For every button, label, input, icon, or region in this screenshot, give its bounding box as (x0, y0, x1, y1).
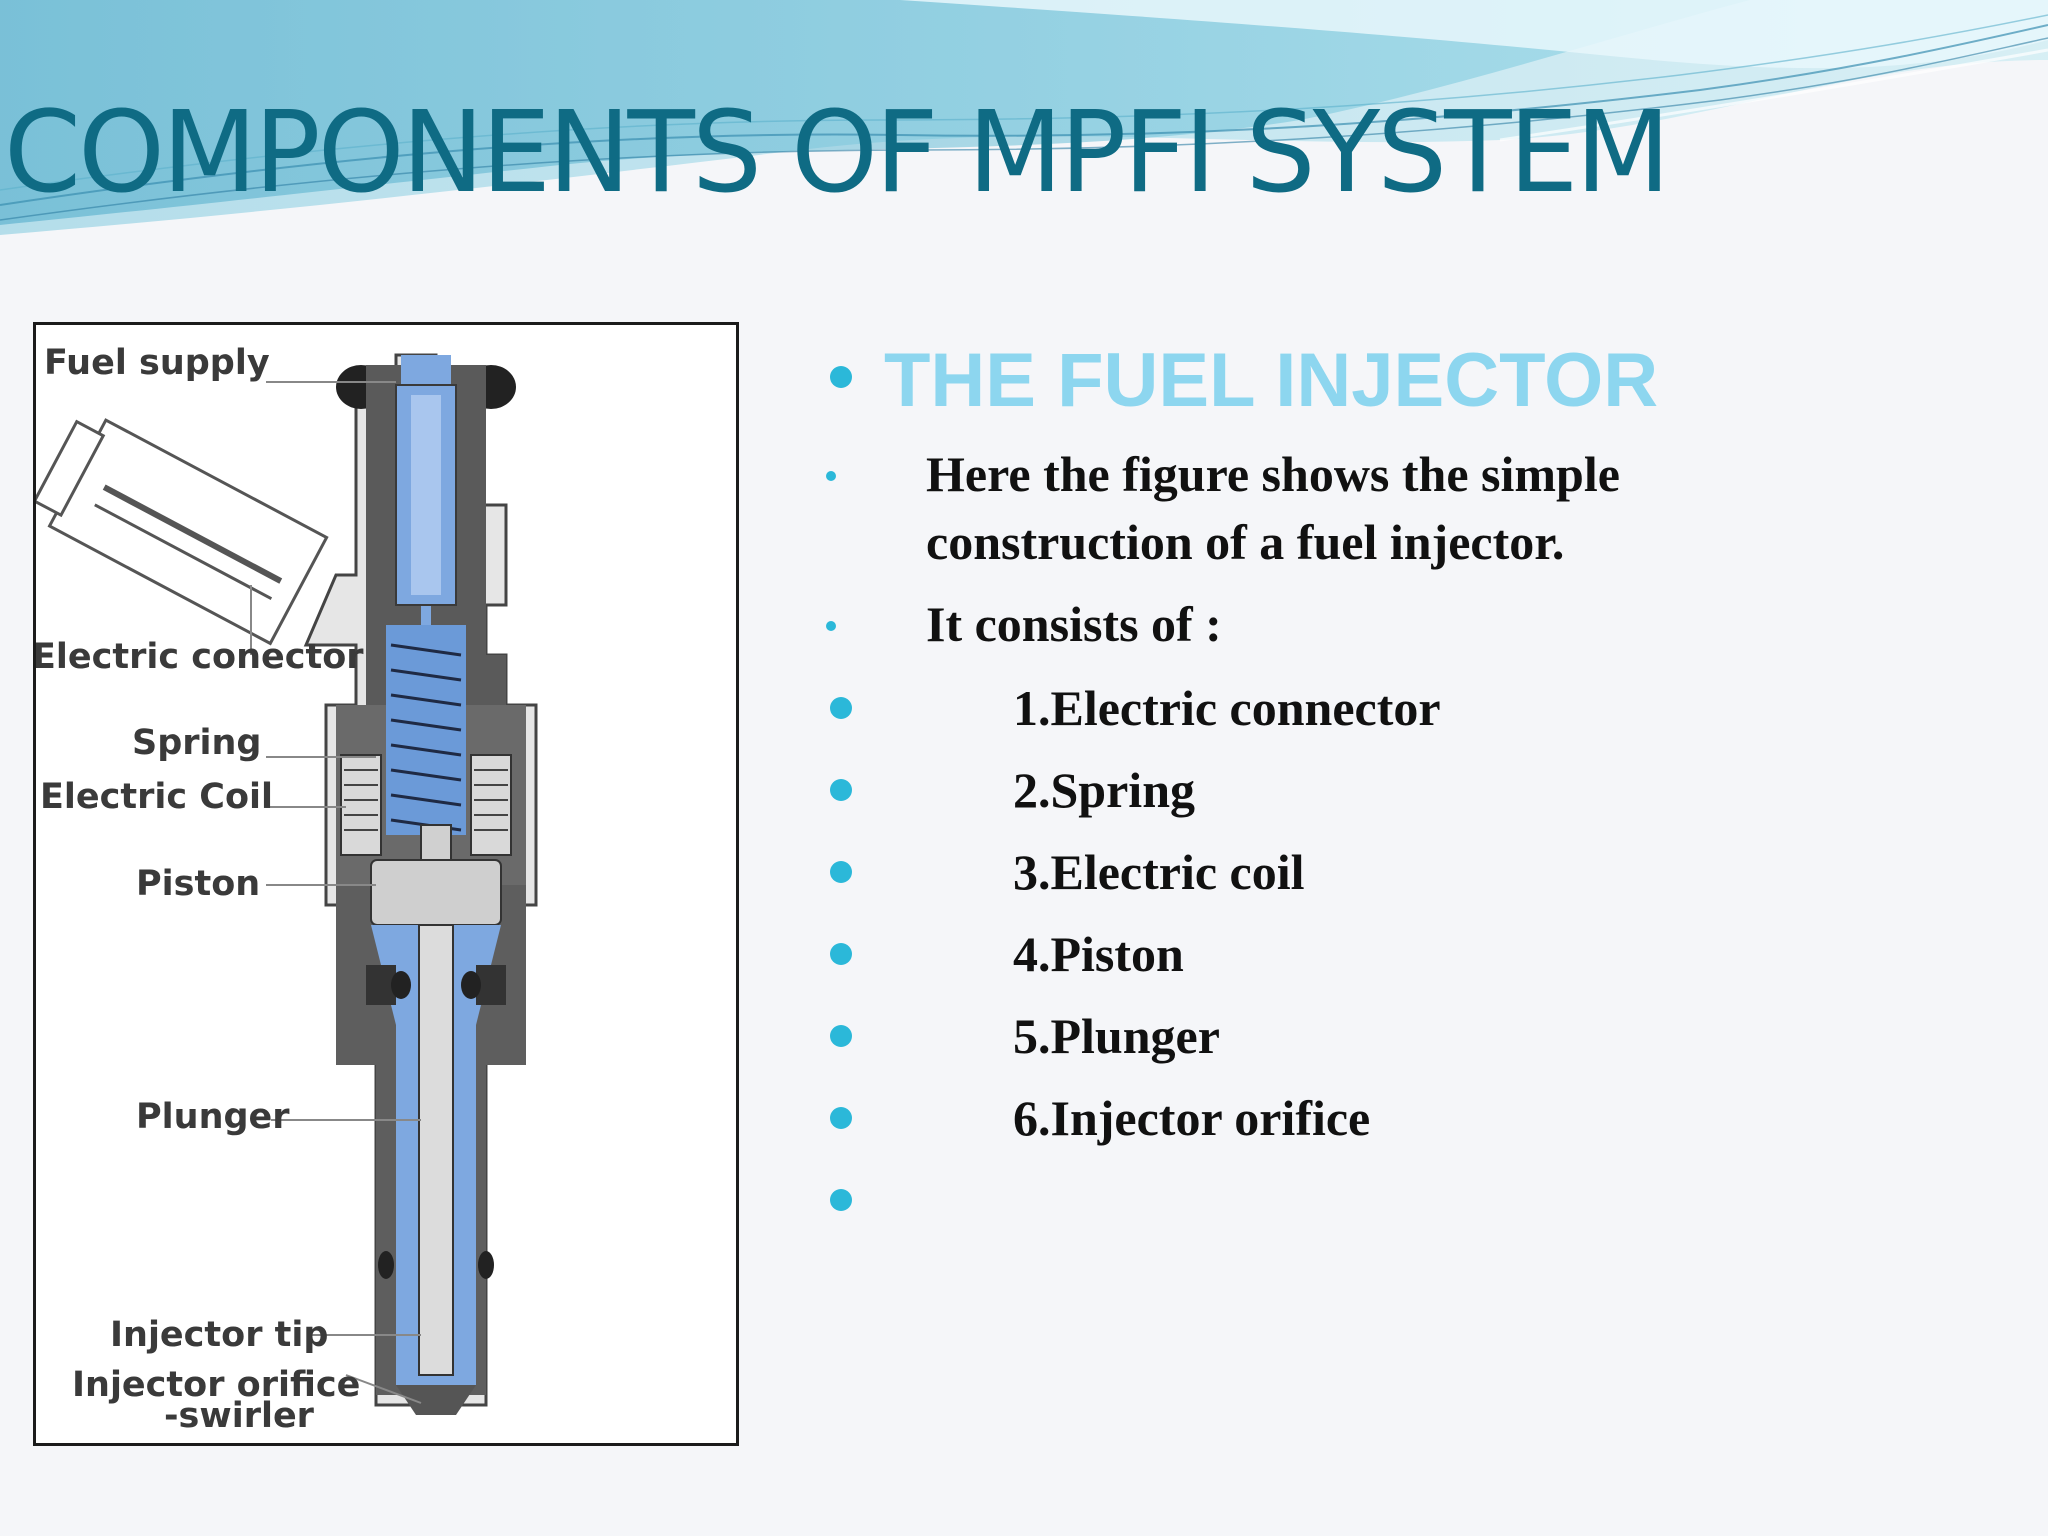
coil-right (470, 754, 512, 856)
list-item: 1.Electric connector (820, 668, 2020, 748)
paragraph-line: Here the figure shows the simple (926, 446, 1620, 502)
leader-lines (250, 381, 422, 1404)
plunger-rod (418, 924, 454, 1376)
label-electric-coil: Electric Coil (40, 777, 274, 817)
paragraph-line: It consists of : (926, 596, 1222, 652)
list-item-label: 5.Plunger (1013, 1008, 1220, 1064)
piston-disc (370, 859, 502, 926)
list-item: 4.Piston (820, 914, 2020, 994)
list-item: 2.Spring (820, 750, 2020, 830)
list-item-label: 6.Injector orifice (1013, 1090, 1371, 1146)
paragraph-line: construction of a fuel injector. (926, 514, 1565, 570)
list-item: 6.Injector orifice (820, 1078, 2020, 1158)
label-injector-tip: Injector tip (110, 1315, 329, 1355)
paragraph-bullet-icon (826, 471, 836, 481)
list-item-label: 2.Spring (1013, 762, 1196, 818)
list-item: 5.Plunger (820, 996, 2020, 1076)
list-bullet-icon (830, 1025, 852, 1047)
heading-row: THE FUEL INJECTOR (820, 330, 2020, 430)
injector-illustration (36, 353, 538, 1415)
section-heading: THE FUEL INJECTOR (884, 338, 1659, 423)
heading-bullet-icon (830, 366, 852, 388)
list-bullet-icon (830, 779, 852, 801)
label-fuel-supply: Fuel supply (44, 343, 270, 383)
coil-left (340, 754, 382, 856)
list-item-label: 4.Piston (1013, 926, 1184, 982)
label-electric-connector: Electric conector (33, 637, 364, 677)
header-wave-decoration (0, 0, 2048, 235)
list-item-label: 1.Electric connector (1013, 680, 1441, 736)
fuel-injector-diagram: Fuel supply Electric conector Spring Ele… (33, 322, 739, 1446)
list-bullet-icon (830, 697, 852, 719)
list-bullet-icon (830, 861, 852, 883)
list-bullet-icon (830, 1107, 852, 1129)
label-swirler: -swirler (164, 1396, 314, 1436)
label-spring: Spring (132, 723, 262, 763)
label-plunger: Plunger (136, 1097, 290, 1137)
paragraph-bullet-icon (826, 621, 836, 631)
list-item (820, 1160, 2020, 1240)
slide-title: COMPONENTS OF MPFI SYSTEM (4, 88, 1671, 218)
label-injector-orifice: Injector orifice (72, 1365, 361, 1405)
list-bullet-icon (830, 943, 852, 965)
list-bullet-icon (830, 1189, 852, 1211)
list-item: 3.Electric coil (820, 832, 2020, 912)
list-item-label: 3.Electric coil (1013, 844, 1305, 900)
label-piston: Piston (136, 864, 261, 904)
electric-connector-housing (36, 418, 329, 646)
